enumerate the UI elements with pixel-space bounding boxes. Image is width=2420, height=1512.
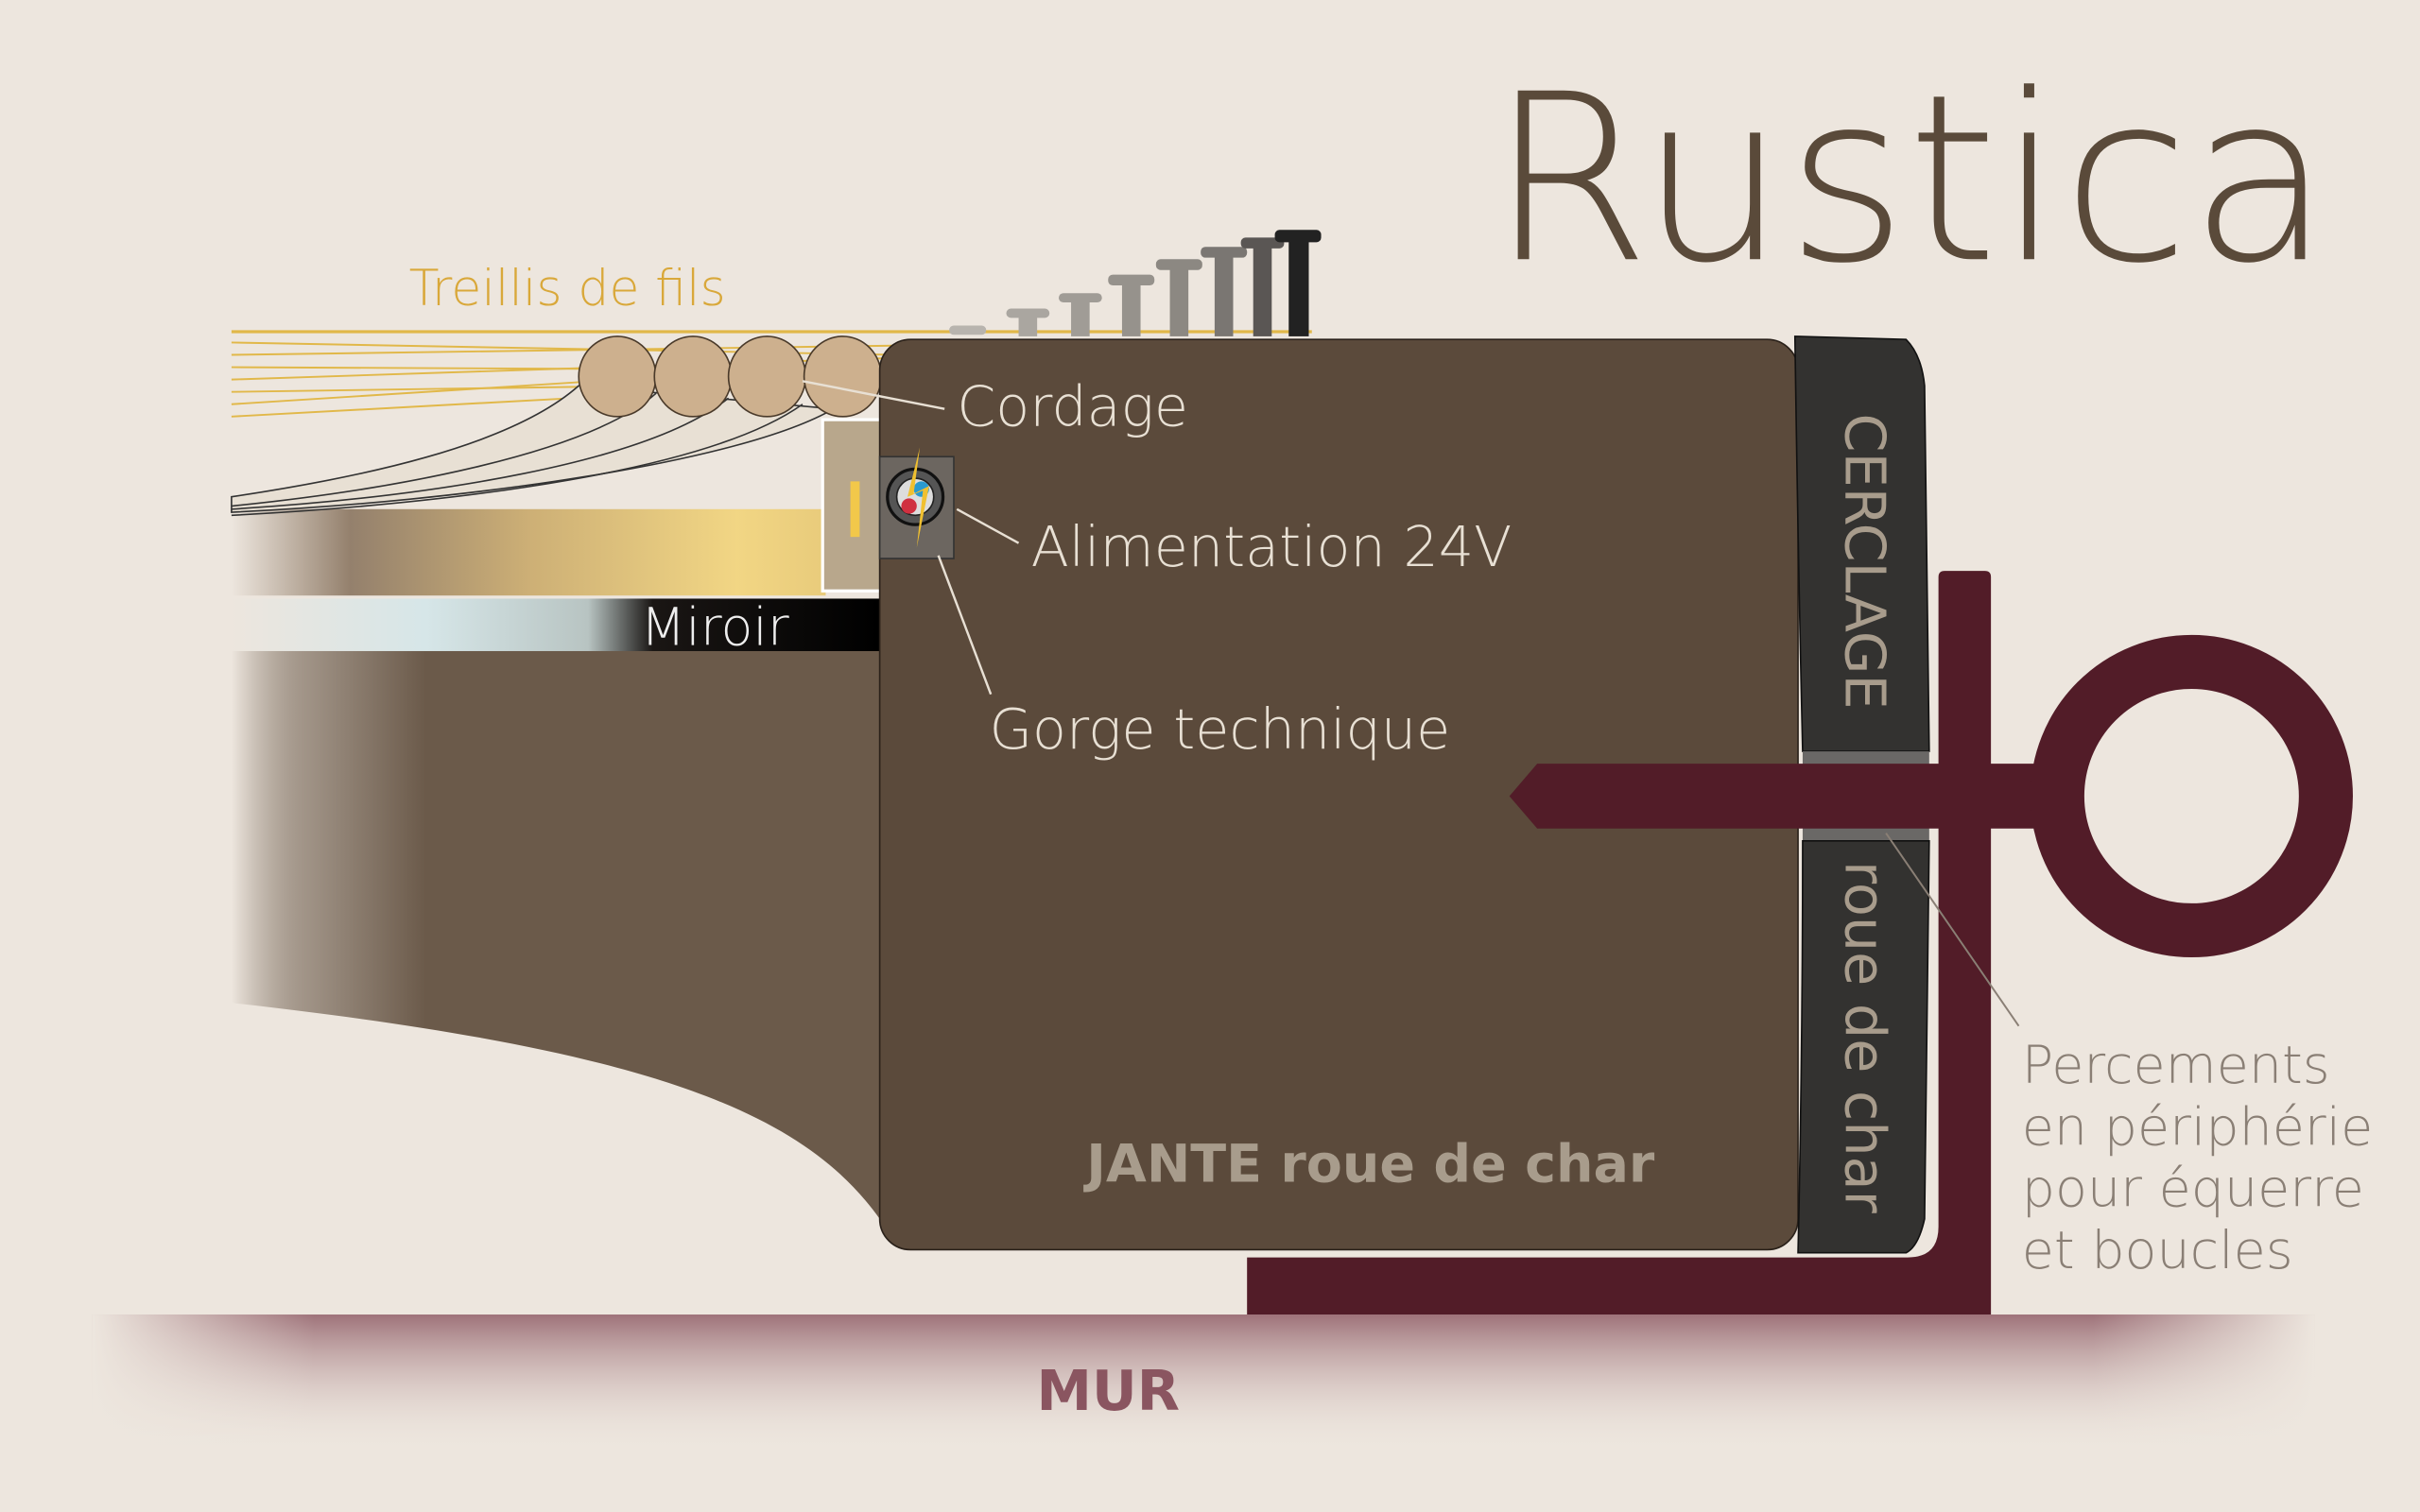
power-label: Alimentation 24V <box>1031 514 1512 579</box>
wall-label: MUR <box>1037 1358 1180 1423</box>
cordage <box>578 335 883 418</box>
roue-label: roue de char <box>1833 861 1898 1214</box>
percements-line: et boucles <box>2022 1220 2293 1281</box>
light-box <box>821 418 887 593</box>
bolts <box>949 230 1322 336</box>
percements-line: pour équerre <box>2022 1159 2364 1220</box>
gorge-label: Gorge technique <box>990 696 1451 762</box>
lightning-icon <box>908 447 929 548</box>
wall: MUR <box>92 1314 2315 1453</box>
wire-mesh-label: Treillis de fils <box>409 261 726 318</box>
percements-leader <box>1885 833 2020 1027</box>
jante-label: JANTE roue de char <box>1082 1134 1655 1195</box>
rope-strands <box>231 385 837 517</box>
light-glow <box>231 508 826 596</box>
wall-section <box>231 647 880 1219</box>
eye-screw <box>1509 764 2053 829</box>
cordage-label: Cordage <box>957 374 1188 439</box>
title: Rustica <box>1490 44 2332 314</box>
percements-line: Percements <box>2022 1035 2330 1096</box>
percements-label: Percements en périphérie pour équerre et… <box>2022 1035 2374 1281</box>
leader-lines <box>802 380 1020 696</box>
led-strip <box>850 481 860 538</box>
eye-ring <box>2030 634 2353 958</box>
bracket <box>1247 571 2353 1315</box>
mirror-label: Miroir <box>641 596 789 658</box>
cerclage-label: CERCLAGE <box>1833 414 1898 710</box>
power-connector <box>878 447 955 559</box>
percements-line: en périphérie <box>2022 1096 2374 1158</box>
mirror <box>231 598 880 651</box>
